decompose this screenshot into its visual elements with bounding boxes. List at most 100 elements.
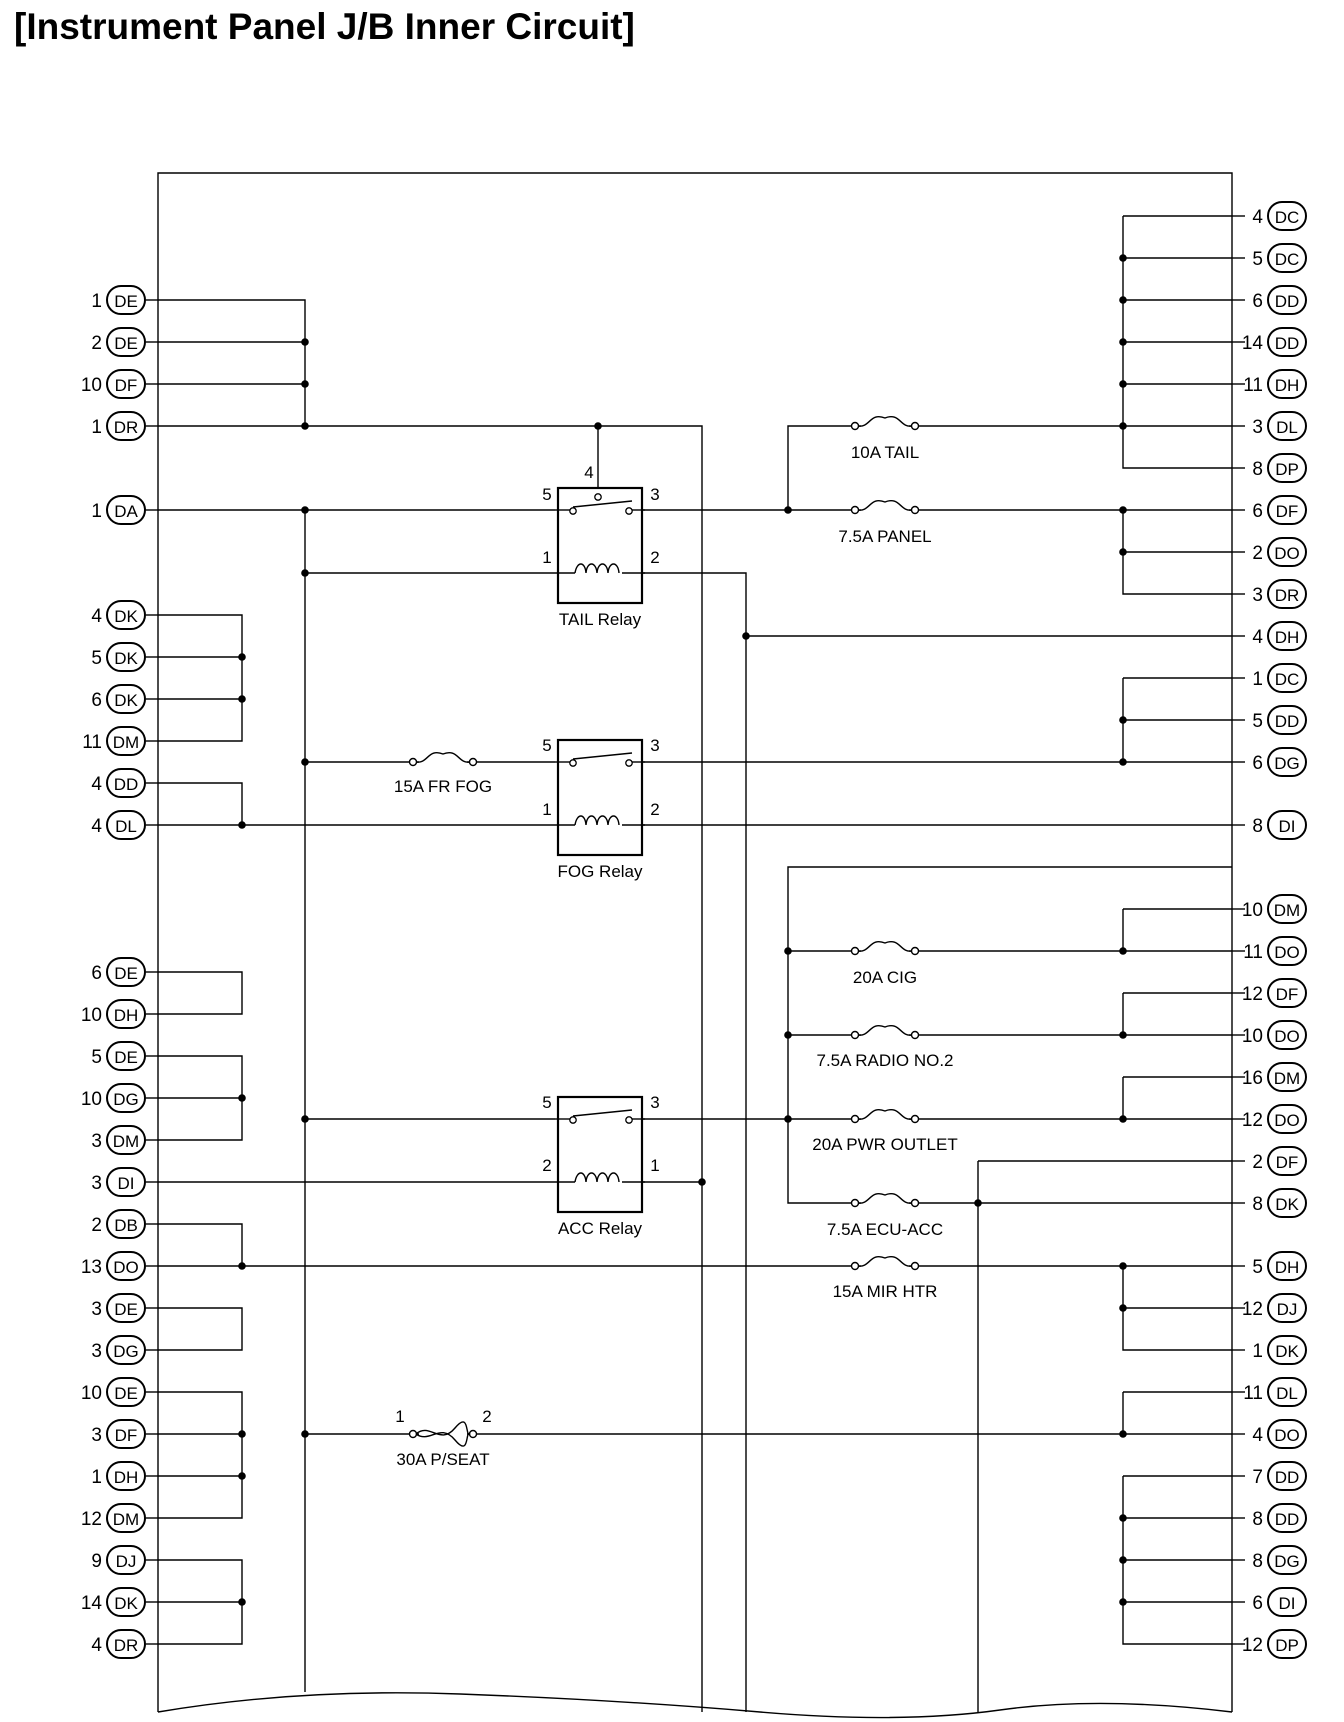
fuse-pin-number: 1 — [395, 1407, 404, 1426]
connector-name: DD — [1275, 292, 1300, 311]
connector-pin: 12 — [81, 1509, 102, 1530]
connector-name: DD — [1275, 1510, 1300, 1529]
junction-dot — [1119, 1556, 1127, 1564]
junction-dot — [1119, 1115, 1127, 1123]
connector-pin: 7 — [1252, 1467, 1263, 1488]
wire — [787, 425, 1232, 510]
wire — [158, 1391, 243, 1519]
connector-name: DG — [113, 1090, 139, 1109]
connector-right-df-2: DF2 — [1252, 1146, 1307, 1176]
connector-name: DC — [1275, 670, 1300, 689]
connector-left-de-6: DE6 — [91, 957, 146, 987]
fuse-7-5a-ecu-acc: 7.5A ECU-ACC — [827, 1193, 943, 1239]
connector-name: DD — [1275, 1468, 1300, 1487]
connector-pin: 3 — [91, 1173, 102, 1194]
connector-name: DP — [1275, 1636, 1299, 1655]
connector-pin: 1 — [91, 291, 102, 312]
right-connectors: DC4DC5DD6DD14DH11DL3DP8DF6DO2DR3DH4DC1DD… — [1232, 201, 1307, 1659]
relay-pin-number: 3 — [650, 736, 659, 755]
connector-pin: 10 — [81, 1383, 102, 1404]
connector-right-dr-3: DR3 — [1252, 579, 1307, 609]
box-torn-edge — [157, 1692, 1233, 1719]
connector-right-dp-8: DP8 — [1252, 453, 1307, 483]
connector-name: DJ — [116, 1552, 137, 1571]
connector-left-di-3: DI3 — [91, 1167, 146, 1197]
connector-pin: 12 — [1242, 1110, 1263, 1131]
connector-left-db-2: DB2 — [91, 1209, 146, 1239]
connector-pin: 3 — [1252, 417, 1263, 438]
fuse-7-5a-radio-no2: 7.5A RADIO NO.2 — [817, 1025, 954, 1070]
relay-pin-number: 3 — [650, 485, 659, 504]
connector-pin: 6 — [1252, 1593, 1263, 1614]
connector-pin: 11 — [1243, 942, 1263, 963]
connector-name: DC — [1275, 250, 1300, 269]
connector-left-da-1: DA1 — [91, 495, 146, 525]
connector-pin: 9 — [91, 1551, 102, 1572]
fuse-label: 20A PWR OUTLET — [812, 1135, 957, 1154]
connector-name: DH — [1275, 376, 1300, 395]
connector-pin: 4 — [1252, 1425, 1263, 1446]
connector-pin: 5 — [91, 1047, 102, 1068]
connector-name: DK — [1275, 1342, 1299, 1361]
junction-dot — [238, 1262, 246, 1270]
connector-right-dd-8: DD 8 — [1252, 1503, 1307, 1533]
junction-dot — [1119, 1514, 1127, 1522]
connector-pin: 3 — [91, 1299, 102, 1320]
relay-pin-number: 2 — [650, 548, 659, 567]
connector-pin: 4 — [91, 816, 102, 837]
connector-pin: 14 — [81, 1593, 103, 1614]
junction-dot — [784, 506, 792, 514]
connector-right-do-4: DO4 — [1252, 1419, 1307, 1449]
connector-pin: 12 — [1242, 1299, 1263, 1320]
connector-name: DF — [115, 1426, 138, 1445]
fuse-label: 7.5A ECU-ACC — [827, 1220, 943, 1239]
connector-left-dl-4: DL 4 — [91, 810, 146, 840]
wire — [158, 425, 703, 1712]
connector-name: DL — [115, 817, 137, 836]
connector-right-dh-5: DH5 — [1252, 1251, 1307, 1281]
connector-name: DO — [1274, 943, 1300, 962]
wiring — [158, 215, 1232, 1712]
wire — [630, 572, 747, 1712]
junction-dot — [301, 1430, 309, 1438]
connector-pin: 10 — [1242, 1026, 1263, 1047]
connector-left-de-1: DE1 — [91, 285, 146, 315]
connector-pin: 14 — [1242, 333, 1264, 354]
connector-left-df-3: DF3 — [91, 1419, 146, 1449]
connector-name: DM — [113, 1510, 139, 1529]
fuse-label: 15A FR FOG — [394, 777, 492, 796]
wire — [1122, 510, 1232, 595]
junction-dot — [1119, 380, 1127, 388]
connector-right-di-6: DI6 — [1252, 1587, 1307, 1617]
wire — [158, 1307, 243, 1351]
wire — [158, 971, 243, 1015]
connector-pin: 4 — [1252, 207, 1263, 228]
connector-name: DH — [114, 1468, 139, 1487]
connector-left-de-3: DE3 — [91, 1293, 146, 1323]
connector-pin: 10 — [81, 1005, 102, 1026]
connector-name: DM — [113, 733, 139, 752]
connector-right-dd-6: DD6 — [1252, 285, 1307, 315]
relay-pin-number: 1 — [542, 548, 551, 567]
connector-pin: 11 — [82, 732, 102, 753]
fuse-7-5a-panel: 7.5A PANEL — [838, 500, 932, 546]
connector-pin: 8 — [1252, 1509, 1263, 1530]
connector-name: DE — [114, 334, 138, 353]
connector-pin: 10 — [81, 1089, 102, 1110]
connector-name: DE — [114, 1048, 138, 1067]
fuse-label: 7.5A PANEL — [838, 527, 931, 546]
left-connectors: DE1DE2DF10DR1DA1DK4DK5DK6DM11DD4DL4DE6DH… — [81, 285, 158, 1659]
connector-pin: 4 — [91, 1635, 102, 1656]
junction-dot — [301, 569, 309, 577]
box-outline — [157, 172, 1233, 1712]
junction-dot — [1119, 1598, 1127, 1606]
junction-dot — [238, 653, 246, 661]
connector-left-dg-3: DG3 — [91, 1335, 146, 1365]
connector-pin: 4 — [1252, 627, 1263, 648]
